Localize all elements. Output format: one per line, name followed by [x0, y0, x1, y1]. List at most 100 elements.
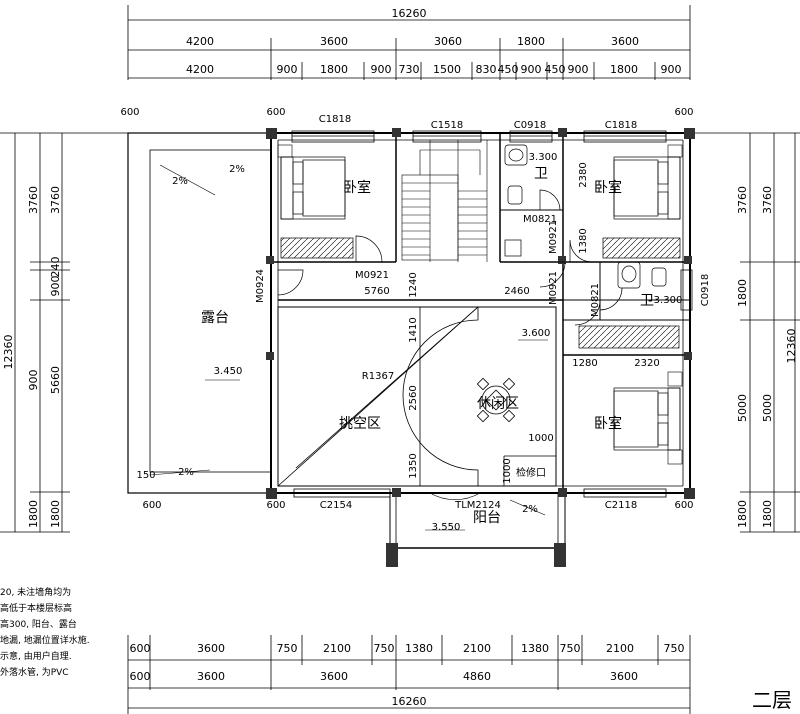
dim-label: 2560 — [408, 385, 419, 410]
dim-label: 600 — [120, 107, 139, 118]
dim-label: 5760 — [364, 286, 389, 297]
windows — [291, 130, 693, 498]
window-label: C1518 — [431, 120, 463, 131]
dim-label: 4200 — [186, 63, 214, 76]
dim-label: 3600 — [610, 670, 638, 683]
door-label: TLM2124 — [454, 500, 501, 511]
dim-label: 3600 — [320, 35, 348, 48]
room-label-bedroom: 卧室 — [594, 179, 622, 196]
dim-label: 1800 — [320, 63, 348, 76]
dim-label: 730 — [399, 63, 420, 76]
dim-label: 2100 — [463, 642, 491, 655]
table-chairs-icon — [476, 377, 516, 423]
dim-label: 4860 — [463, 670, 491, 683]
dim-label: 4200 — [186, 35, 214, 48]
room-label-bath: 卫 — [640, 293, 654, 309]
room-label-balcony: 阳台 — [473, 510, 501, 526]
bottom-dimension-lines — [127, 635, 691, 714]
dim-label: 600 — [266, 107, 285, 118]
dim-label: 1280 — [572, 358, 597, 369]
dim-label: 900 — [371, 63, 392, 76]
elevation-label: 3.300 — [529, 152, 558, 163]
dim-label: 1800 — [610, 63, 638, 76]
dim-label: 1800 — [736, 279, 749, 307]
dim-label: 600 — [130, 670, 151, 683]
door-label: M0924 — [255, 269, 266, 303]
repair-hatch-label: 检修口 — [516, 466, 546, 479]
note-line: 高300, 阳台、露台 — [0, 620, 77, 630]
door-label: M0821 — [590, 283, 601, 317]
note-line: 20, 未注墙角均为 — [0, 588, 72, 598]
dim-label: 2460 — [504, 286, 529, 297]
room-label-bath: 卫 — [534, 166, 548, 182]
wardrobes — [280, 237, 681, 349]
dim-label: 1380 — [521, 642, 549, 655]
dim-label: 900 — [661, 63, 682, 76]
dim-label: 1240 — [408, 272, 419, 297]
room-label-bedroom: 卧室 — [594, 415, 622, 432]
dim-label: 1000 — [502, 458, 513, 483]
room-label-leisure: 休闲区 — [477, 396, 519, 412]
top-row2-dims: 4200 900 1800 900 730 1500 830 450 900 4… — [186, 63, 682, 76]
dim-label: 900 — [277, 63, 298, 76]
dim-label: 3600 — [611, 35, 639, 48]
dim-label: 1800 — [49, 500, 62, 528]
dim-label: 600 — [674, 500, 693, 511]
dim-label: 2100 — [606, 642, 634, 655]
room-label-bedroom: 卧室 — [343, 179, 371, 196]
door-label: M0921 — [548, 220, 559, 254]
dim-label: 3600 — [197, 670, 225, 683]
right-col2-dims: 3760 5000 1800 — [761, 186, 774, 528]
dim-label: 2100 — [323, 642, 351, 655]
columns — [266, 128, 695, 567]
corner-dims: 600 600 600 600 600 600 150 — [120, 107, 693, 511]
slope-label: 2% — [178, 467, 194, 478]
dim-label: 3760 — [49, 186, 62, 214]
dim-label: 3760 — [27, 186, 40, 214]
dim-label: 1500 — [433, 63, 461, 76]
dim-label: 1800 — [517, 35, 545, 48]
window-label: C2118 — [605, 500, 637, 511]
window-label: C0918 — [700, 274, 711, 306]
dim-label: 5660 — [49, 366, 62, 394]
note-line: 外落水管, 为PVC — [0, 668, 69, 678]
note-line: 高低于本楼层标高 — [0, 604, 73, 614]
dim-label: 750 — [664, 642, 685, 655]
window-label: C1818 — [319, 114, 351, 125]
dim-label: 5000 — [736, 394, 749, 422]
bed-icon — [613, 387, 681, 451]
dim-label: 1800 — [27, 500, 40, 528]
door-label: M0921 — [355, 270, 389, 281]
doors — [277, 189, 623, 500]
room-label-void: 挑空区 — [339, 416, 381, 432]
right-total-dim: 12360 — [785, 329, 798, 364]
door-label: M0821 — [523, 214, 557, 225]
bed-icon — [613, 156, 681, 220]
dim-label: 3600 — [320, 670, 348, 683]
slope-label: 2% — [172, 176, 188, 187]
dim-label: 3060 — [434, 35, 462, 48]
walls — [127, 132, 691, 555]
dim-label: 2320 — [634, 358, 659, 369]
dim-label: 750 — [560, 642, 581, 655]
dim-label: 900 — [27, 370, 40, 391]
window-label: C2154 — [320, 500, 352, 511]
left-dimension-lines — [0, 132, 128, 533]
slope-label: 2% — [522, 504, 538, 515]
dim-label: 900 — [568, 63, 589, 76]
bathroom-fixtures — [504, 144, 667, 289]
dim-label: 900 — [521, 63, 542, 76]
notes-block: 20, 未注墙角均为 高低于本楼层标高 高300, 阳台、露台 地漏, 地漏位置… — [0, 585, 115, 681]
dim-label: 240 — [49, 257, 62, 278]
right-col1-dims: 3760 1800 5000 1800 — [736, 186, 749, 528]
dim-label: 600 — [674, 107, 693, 118]
slope-arrows — [149, 164, 548, 531]
dim-label: 1800 — [761, 500, 774, 528]
window-label: C1818 — [605, 120, 637, 131]
dim-label: 600 — [130, 642, 151, 655]
dim-label: 450 — [545, 63, 566, 76]
dim-label: 1380 — [578, 228, 589, 253]
dim-label: 1380 — [405, 642, 433, 655]
bottom-row1-dims: 600 3600 750 2100 750 1380 2100 1380 750… — [130, 642, 685, 655]
